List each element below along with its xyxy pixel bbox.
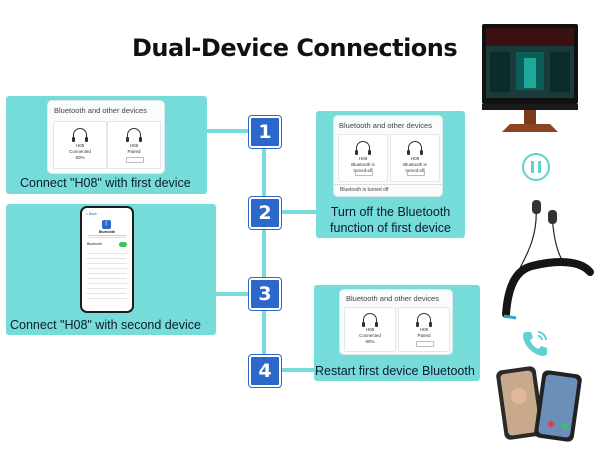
device-name: H08	[365, 327, 375, 332]
connect-button[interactable]	[126, 157, 144, 163]
card-title: Bluetooth and other devices	[54, 106, 147, 115]
connect-button[interactable]	[355, 170, 373, 176]
card-title: Bluetooth and other devices	[346, 294, 439, 303]
back-link[interactable]: < Back	[86, 212, 97, 216]
step4-card: Bluetooth and other devices H08 Connecte…	[340, 290, 452, 354]
step-number-4: 4	[249, 355, 281, 387]
step4-caption: Restart first device Bluetooth	[315, 364, 475, 378]
headphones-icon	[362, 313, 378, 327]
device-name: H08	[358, 156, 368, 161]
device-battery: 60%	[75, 155, 85, 160]
page-title: Dual-Device Connections	[132, 34, 458, 62]
device-status: Connected	[359, 333, 381, 338]
device-tile-a: H08 Connected 60%	[344, 307, 396, 352]
phone-heading: Bluetooth	[98, 230, 116, 234]
neckband-earphones-icon	[502, 200, 594, 320]
connector-1	[207, 129, 257, 133]
device-name: H08	[75, 143, 85, 148]
device-tile-a: H08 Bluetooth is turned off	[338, 134, 388, 182]
device-tile-b: H08 Paired	[107, 121, 161, 169]
device-tile-b: H08 Paired	[398, 307, 450, 352]
device-status: Paired	[127, 149, 141, 154]
connector-4	[280, 368, 316, 372]
smartphones-icon	[496, 366, 582, 442]
device-name: H08	[419, 327, 429, 332]
headphones-icon	[72, 128, 88, 142]
step-number-1: 1	[249, 116, 281, 148]
connector-3	[216, 292, 256, 296]
step3-caption: Connect "H08" with second device	[10, 318, 201, 332]
phone-call-icon	[523, 331, 547, 356]
device-name: H08	[129, 143, 139, 148]
step2-caption: Turn off the Bluetooth function of first…	[318, 204, 463, 236]
device-battery: 60%	[365, 339, 375, 344]
headphones-icon	[407, 141, 423, 155]
headphones-icon	[416, 313, 432, 327]
connector-2	[280, 210, 316, 214]
monitor-icon	[482, 24, 578, 132]
step-number-2: 2	[249, 197, 281, 229]
step2-caption-line1: Turn off the Bluetooth	[330, 205, 451, 219]
connect-button[interactable]	[416, 341, 434, 347]
bluetooth-toggle[interactable]	[119, 242, 127, 247]
bluetooth-row-label: Bluetooth	[87, 242, 102, 246]
phone-screenshot: < Back ᛒ Bluetooth Bluetooth	[80, 206, 134, 313]
device-tile-a: H08 Connected 60%	[53, 121, 107, 169]
step1-caption: Connect "H08" with first device	[20, 176, 191, 190]
device-tile-b: H08 Bluetooth is turned off	[390, 134, 440, 182]
step2-caption-line2: function of first device	[330, 221, 451, 235]
headphones-icon	[126, 128, 142, 142]
card-footer: Bluetooth is turned off	[340, 187, 389, 193]
headphones-icon	[355, 141, 371, 155]
device-status: Paired	[417, 333, 431, 338]
device-name: H08	[410, 156, 420, 161]
pause-icon	[522, 153, 550, 181]
step2-card: Bluetooth and other devices H08 Bluetoot…	[334, 116, 442, 196]
step1-card: Bluetooth and other devices H08 Connecte…	[48, 101, 164, 173]
bluetooth-icon: ᛒ	[102, 220, 111, 229]
card-title: Bluetooth and other devices	[339, 121, 432, 130]
connector-vertical	[262, 130, 266, 368]
step-number-3: 3	[249, 278, 281, 310]
connect-button[interactable]	[407, 170, 425, 176]
device-status: Connected	[69, 149, 91, 154]
